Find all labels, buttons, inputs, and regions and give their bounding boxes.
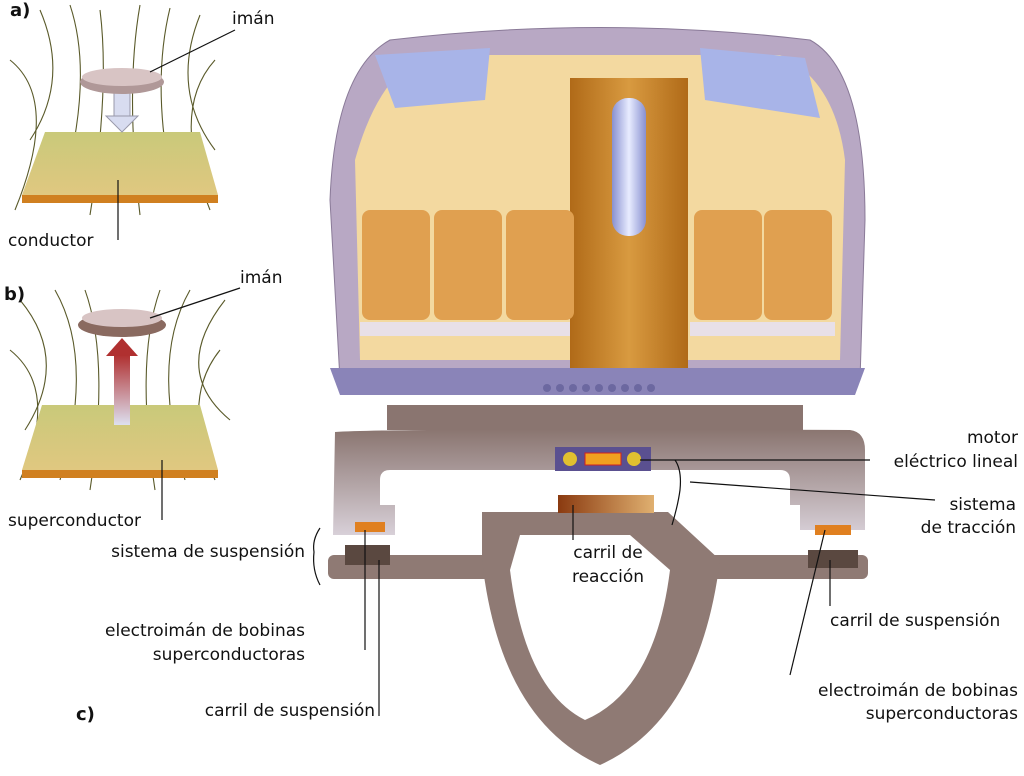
panel-c-labels: motor eléctrico lineal sistema de tracci… bbox=[76, 428, 1018, 725]
chassis bbox=[387, 405, 803, 430]
right-electromagnet-label-line2: superconductoras bbox=[866, 704, 1018, 724]
panel-b-tag: b) bbox=[4, 284, 25, 305]
right-electromagnet-label-line1: electroimán de bobinas bbox=[818, 681, 1018, 701]
pillar-window bbox=[612, 98, 646, 236]
seats bbox=[362, 210, 832, 320]
window-left bbox=[375, 48, 490, 108]
panel-b: b) imán superconductor bbox=[4, 268, 282, 531]
panel-a: a) imán conductor bbox=[8, 0, 274, 251]
superconductor-plate bbox=[22, 405, 218, 470]
left-electromagnet-label-line2: superconductoras bbox=[153, 645, 305, 665]
left-suspension-rail bbox=[345, 545, 390, 565]
force-arrow-b bbox=[114, 355, 130, 425]
reaction-rail bbox=[558, 495, 654, 513]
reaction-rail-label-line2: reacción bbox=[572, 567, 644, 587]
suspension-system-label: sistema de suspensión bbox=[111, 542, 305, 562]
window-right bbox=[700, 48, 820, 118]
superconductor-label: superconductor bbox=[8, 511, 141, 531]
reaction-rail-label-line1: carril de bbox=[573, 543, 643, 563]
panel-c-tag: c) bbox=[76, 704, 95, 725]
traction-label-line1: sistema bbox=[949, 495, 1016, 515]
motor-label-line2: eléctrico lineal bbox=[894, 452, 1018, 472]
field-lines-a bbox=[9, 4, 216, 216]
floor-skirt bbox=[330, 368, 865, 395]
motor-label-line1: motor bbox=[967, 428, 1018, 448]
force-arrow-a bbox=[113, 91, 131, 119]
left-suspension-rail-label: carril de suspensión bbox=[205, 701, 375, 721]
maglev-train bbox=[329, 27, 866, 535]
conductor-plate-edge bbox=[22, 195, 218, 203]
magnet-b-label: imán bbox=[240, 268, 282, 288]
left-electromagnet-label-line1: electroimán de bobinas bbox=[105, 621, 305, 641]
conductor-plate bbox=[22, 132, 218, 195]
panel-a-tag: a) bbox=[10, 0, 30, 21]
vent-holes bbox=[543, 384, 655, 392]
bogie bbox=[333, 429, 865, 535]
right-electromagnet bbox=[815, 525, 851, 535]
conductor-label: conductor bbox=[8, 231, 94, 251]
guideway bbox=[328, 495, 868, 765]
right-suspension-rail bbox=[808, 550, 858, 568]
left-electromagnet bbox=[355, 522, 385, 532]
superconductor-plate-edge bbox=[22, 470, 218, 478]
traction-label-line2: de tracción bbox=[921, 518, 1016, 538]
magnet-a-label: imán bbox=[232, 9, 274, 29]
right-suspension-rail-label: carril de suspensión bbox=[830, 611, 1000, 631]
